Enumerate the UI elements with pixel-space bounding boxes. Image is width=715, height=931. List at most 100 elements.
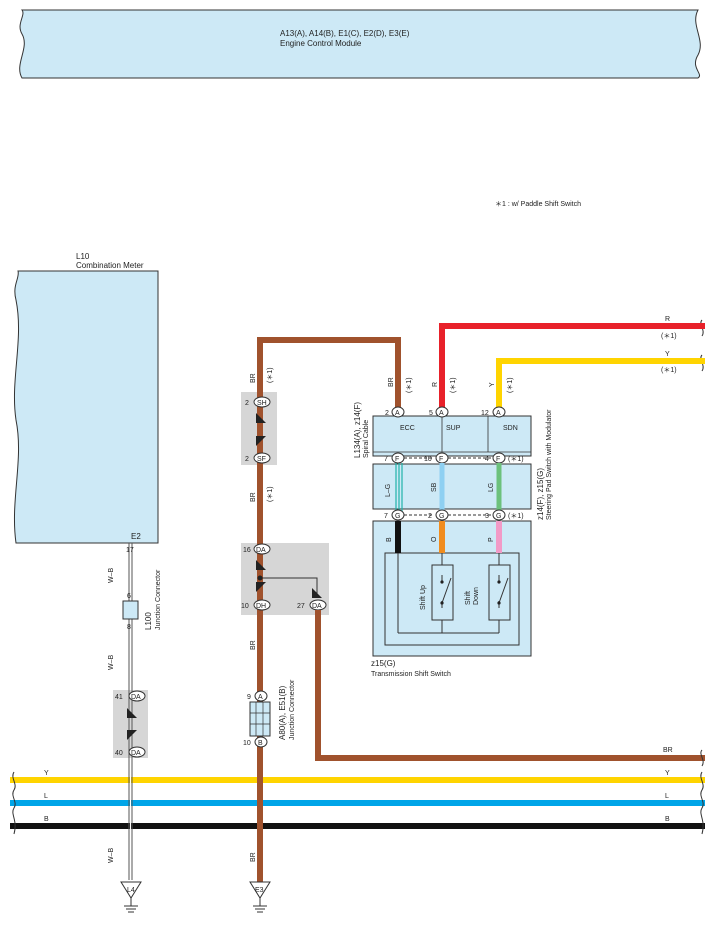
bus-b-label-right: B: [665, 816, 670, 823]
pad-pin-g1: G: [395, 513, 400, 520]
shift-switch-name: Transmission Shift Switch: [371, 671, 451, 678]
da-connector-left: [113, 690, 148, 758]
wire-br-mark-1: (＊1): [267, 367, 274, 383]
spiral-cable-name: Spiral Cable: [363, 420, 370, 458]
spiral-cable-box: [372, 415, 532, 457]
spiral-pin-f2: F: [439, 456, 443, 463]
wire-br-label-1: BR: [250, 373, 257, 383]
pad-pin-g-7: 7: [384, 513, 388, 520]
spiral-pin-f-4: 4: [485, 456, 489, 463]
wire-lg-label: LG: [488, 483, 495, 492]
a80-pin-b-number: 10: [243, 740, 251, 747]
da-27-label: DA: [312, 603, 322, 610]
l100-code: L100: [144, 612, 153, 630]
wire-br-label-3: BR: [250, 640, 257, 650]
shift-switch-code: z15(G): [371, 659, 396, 668]
ground-e3-icon: [253, 898, 267, 913]
paddle-shift-note: ＊1 : w/ Paddle Shift Switch: [495, 201, 581, 208]
steering-pad-box: [372, 463, 532, 510]
shift-switch-inner: [384, 552, 520, 646]
l100-pin-in: 6: [127, 593, 131, 600]
spiral-pin-5: 5: [429, 410, 433, 417]
wire-r-mark-right: (＊1): [661, 333, 677, 340]
wire-o-label: O: [431, 536, 438, 542]
sf-number: 2: [245, 456, 249, 463]
wire-y-mark: (＊1): [507, 377, 514, 393]
spiral-pin-f3: F: [496, 456, 500, 463]
a80-pin-a: [254, 690, 268, 702]
wire-br-label-4: BR: [250, 852, 257, 862]
sh-number: 2: [245, 400, 249, 407]
spiral-pin-a2: A: [439, 410, 444, 417]
combination-meter-code: L10: [76, 252, 90, 261]
dh-10-pin: [253, 599, 271, 611]
wire-b-label: B: [386, 537, 393, 542]
wire-br-top-mark: (＊1): [406, 377, 413, 393]
a80-pin-b-label: B: [258, 740, 263, 747]
arrow-down-icon: [256, 560, 266, 570]
steering-pad-code: z14(F), z15(G): [536, 468, 545, 520]
ecm-name: Engine Control Module: [280, 39, 362, 48]
shift-down-label-2: Down: [473, 587, 480, 605]
bus-y-label-left: Y: [44, 770, 49, 777]
pad-g-mark: (＊1): [508, 513, 524, 520]
da-41-number: 41: [115, 694, 123, 701]
l100-connector: [122, 600, 139, 620]
ground-l4-icon: [124, 898, 138, 913]
wire-r: [439, 323, 705, 408]
da-41-pin: [128, 690, 146, 702]
da-40-number: 40: [115, 750, 123, 757]
spiral-f-mark: (＊1): [508, 456, 524, 463]
shift-down-label: Shift: [465, 591, 472, 605]
wire-r-label: R: [432, 382, 439, 387]
dh-10-label: DH: [256, 603, 266, 610]
ecc-terminal: ECC: [400, 425, 415, 432]
l100-pin-out: 8: [127, 624, 131, 631]
sf-label: SF: [257, 456, 266, 463]
da-27-number: 27: [297, 603, 305, 610]
a80-pin-b: [254, 736, 268, 748]
shift-up-switch-icon: [440, 575, 452, 608]
arrow-up-icon: [127, 730, 137, 740]
combination-meter-terminal: E2: [131, 532, 141, 541]
shift-down-switch-icon: [497, 575, 509, 608]
pad-pin-g-2: 2: [428, 513, 432, 520]
sh-pin: [253, 396, 271, 408]
steering-pad-wires: [395, 463, 502, 512]
ground-e3-label: E3: [255, 887, 264, 894]
wire-y: [496, 358, 705, 408]
wire-wb-label-3: W–B: [108, 848, 115, 864]
da-16-pin: [253, 543, 271, 555]
bus-l-label-right: L: [665, 793, 669, 800]
arrow-up-icon: [256, 436, 266, 446]
shift-switch-circuit: [397, 553, 511, 634]
wire-r-mark: (＊1): [450, 377, 457, 393]
bus-y-label-right: Y: [665, 770, 670, 777]
shift-up-label: Shift Up: [420, 585, 427, 610]
dh-10-number: 10: [241, 603, 249, 610]
wire-br-branch: [315, 610, 705, 761]
wire-br-top-label: BR: [388, 377, 395, 387]
arrow-down-icon: [312, 588, 322, 598]
arrow-up-icon: [256, 582, 266, 592]
wire-br-right-label: BR: [663, 747, 673, 754]
da-40-pin: [128, 746, 146, 758]
ground-e3-triangle: [249, 881, 271, 899]
ecm-codes: A13(A), A14(B), E1(C), E2(D), E3(E): [280, 29, 410, 38]
wire-y-mark-right: (＊1): [661, 367, 677, 374]
spiral-pin-f1: F: [395, 456, 399, 463]
wire-break-marks: [12, 319, 704, 835]
spiral-pin-a3: A: [496, 410, 501, 417]
wire-sb-label: SB: [431, 482, 438, 492]
da-40-label: DA: [131, 750, 141, 757]
spiral-pin-a1: A: [395, 410, 400, 417]
spiral-pin-12: 12: [481, 410, 489, 417]
a80-code: A80(A), E51(B): [278, 685, 287, 740]
bus-b-label-left: B: [44, 816, 49, 823]
wire-br-mark-2: (＊1): [267, 486, 274, 502]
bus-l-label-left: L: [44, 793, 48, 800]
da-16-label: DA: [256, 547, 266, 554]
l100-pin-top: 17: [126, 547, 134, 554]
da-16-number: 16: [243, 547, 251, 554]
